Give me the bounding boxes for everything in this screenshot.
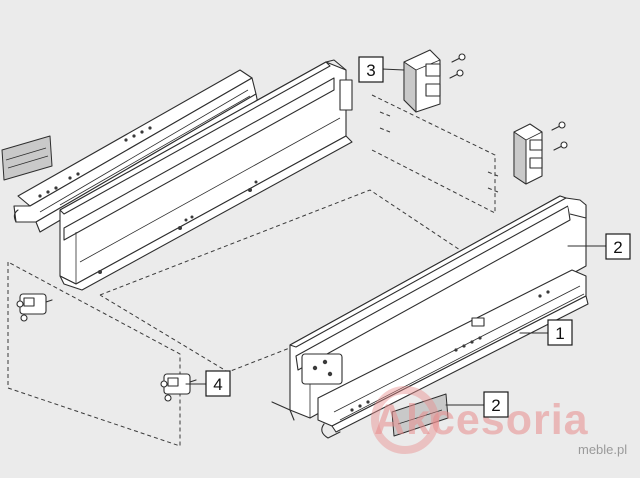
callout-2-side-label: 2 — [613, 238, 622, 257]
screws-upper — [449, 53, 466, 79]
back-panel-outline — [371, 94, 499, 214]
callout-4-label: 4 — [213, 375, 222, 394]
left-drawer-side — [59, 59, 353, 291]
rear-bracket-lower — [513, 123, 543, 185]
callout-1-label: 1 — [555, 324, 564, 343]
callout-2-side: 2 — [605, 233, 631, 260]
front-fixing-clip-upper — [16, 293, 53, 322]
callout-3-label: 3 — [366, 61, 375, 80]
callout-3: 3 — [358, 56, 384, 83]
watermark-sub: meble.pl — [578, 442, 627, 457]
leader-lines — [185, 68, 607, 406]
callout-2-bottom-label: 2 — [491, 396, 500, 415]
callout-2-bottom: 2 — [483, 391, 509, 418]
right-drawer-side — [271, 195, 587, 421]
callout-4: 4 — [205, 370, 231, 397]
front-panel-outline — [7, 261, 181, 447]
rear-bracket-upper — [403, 49, 441, 113]
drawer-bottom-outline — [99, 189, 492, 373]
watermark-brand: Akcesoria — [374, 396, 589, 444]
callout-1: 1 — [547, 319, 573, 346]
watermark-logo: Akcesoria meble.pl — [371, 386, 627, 457]
right-runner-rail — [317, 269, 589, 439]
mounting-plate — [1, 135, 53, 181]
front-fixing-clip-lower — [160, 373, 197, 402]
screws-lower — [551, 121, 568, 151]
cover-plate — [391, 393, 449, 437]
